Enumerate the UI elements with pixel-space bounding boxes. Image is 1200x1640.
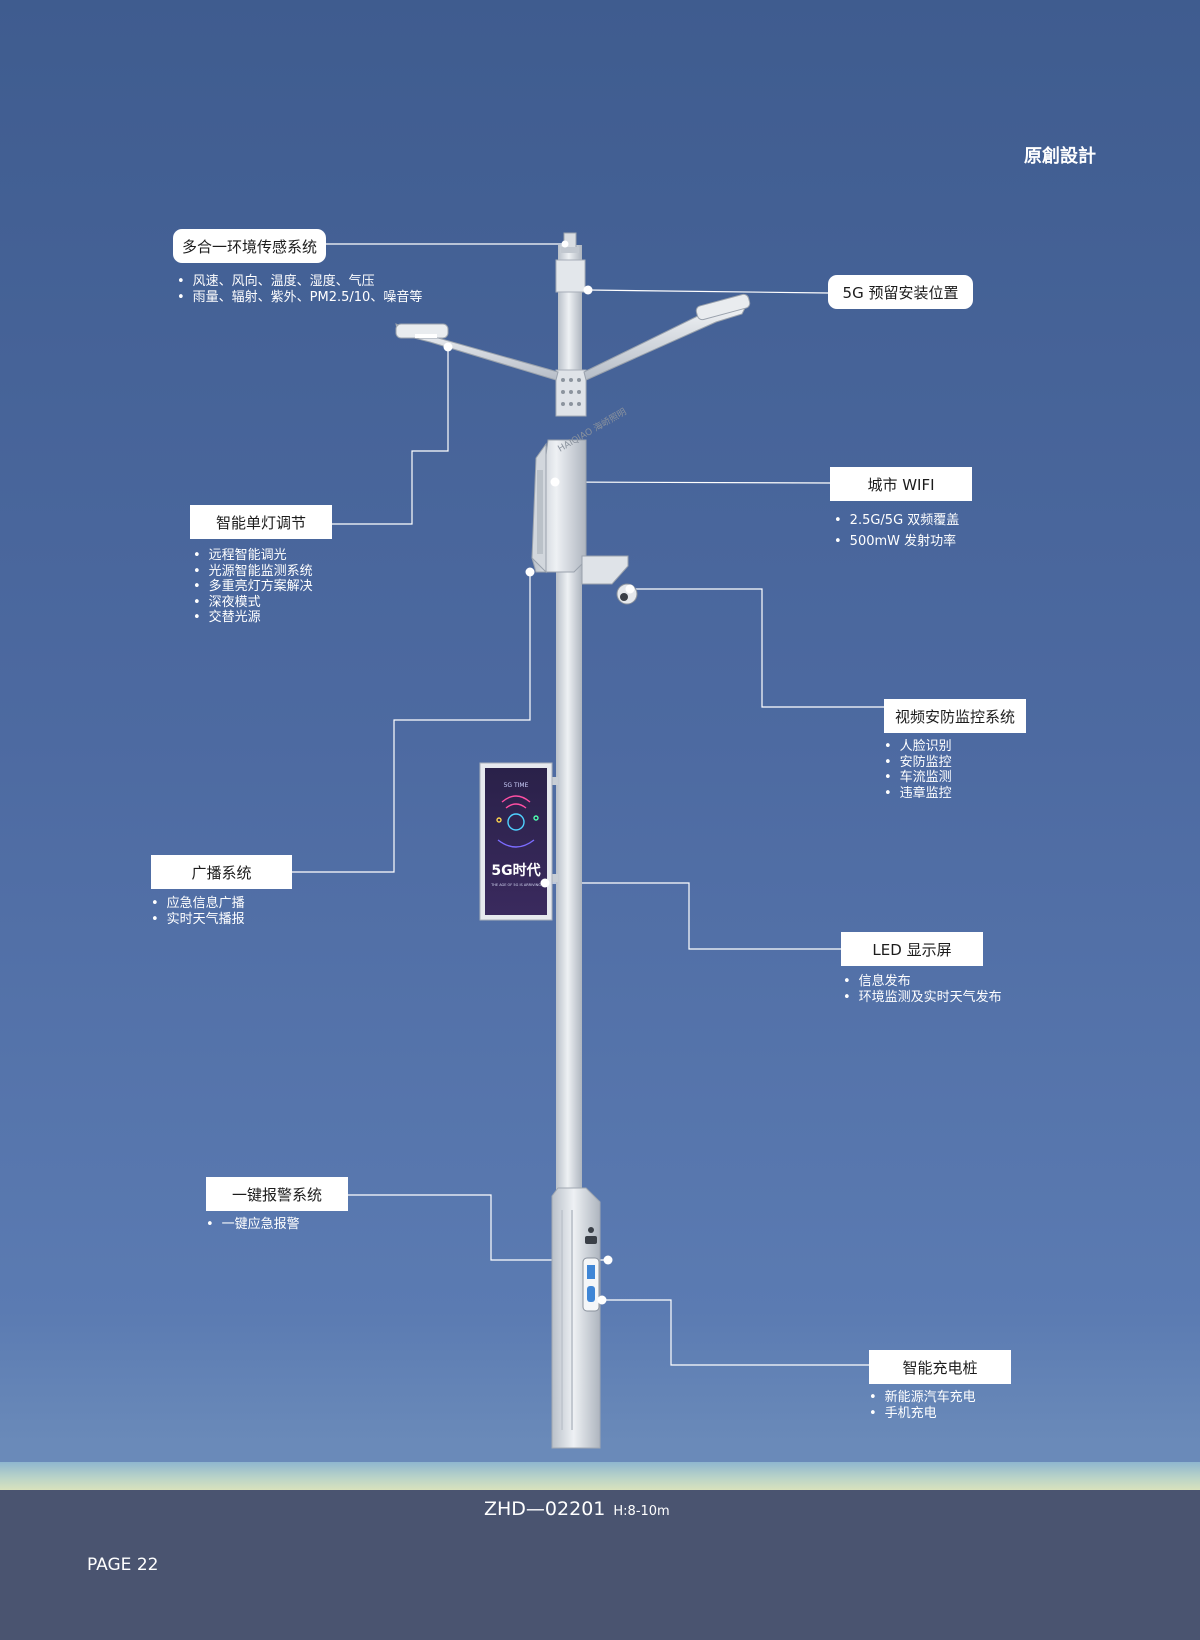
list-item: 光源智能监测系统 — [193, 564, 313, 580]
charging-label: 智能充电桩 — [869, 1350, 1011, 1384]
city-wifi-list: 2.5G/5G 双频覆盖 500mW 发射功率 — [834, 510, 960, 552]
pole-shaft — [556, 560, 582, 1192]
model-code: ZHD—02201 — [484, 1498, 606, 1520]
base-cabinet — [551, 1187, 601, 1449]
line-alarm — [348, 1194, 608, 1261]
joint-bolts — [561, 378, 581, 406]
camera-bracket — [581, 555, 629, 585]
list-item: 环境监测及实时天气发布 — [843, 990, 1002, 1006]
list-item: 人脸识别 — [884, 739, 952, 755]
list-item: 手机充电 — [869, 1406, 976, 1422]
charging-screen-icon — [587, 1265, 595, 1279]
smart-lamp-list: 远程智能调光 光源智能监测系统 多重亮灯方案解决 深夜模式 交替光源 — [193, 548, 313, 626]
smart-lamp-label: 智能单灯调节 — [190, 505, 332, 539]
line-led — [545, 882, 841, 950]
charging-list: 新能源汽车充电 手机充电 — [869, 1390, 976, 1421]
broadcast-label: 广播系统 — [151, 855, 292, 889]
reserve-5g-label: 5G 预留安装位置 — [828, 275, 973, 309]
right-lamp-head — [695, 293, 751, 321]
list-item: 违章监控 — [884, 786, 952, 802]
list-item: 新能源汽车充电 — [869, 1390, 976, 1406]
list-item: 深夜模式 — [193, 595, 313, 611]
led-screen-label: LED 显示屏 — [841, 932, 983, 966]
camera-lens-icon — [620, 593, 628, 601]
line-charging — [602, 1299, 869, 1366]
footer-band — [0, 1490, 1200, 1640]
alarm-label: 一键报警系统 — [206, 1177, 348, 1211]
list-item: 应急信息广播 — [151, 896, 245, 912]
env-sensor-list: 风速、风向、温度、湿度、气压 雨量、辐射、紫外、PM2.5/10、噪音等 — [177, 274, 423, 306]
list-item: 一键应急报警 — [206, 1217, 300, 1233]
model-spec: ZHD—02201 H:8-10m — [484, 1498, 670, 1520]
env-sensor-label: 多合一环境传感系统 — [173, 229, 326, 263]
video-security-list: 人脸识别 安防监控 车流监测 违章监控 — [884, 739, 952, 801]
sensor-cap-icon — [561, 247, 579, 253]
list-item: 多重亮灯方案解决 — [193, 579, 313, 595]
line-5g — [587, 289, 829, 294]
connector-dots — [443, 240, 635, 1305]
list-item: 雨量、辐射、紫外、PM2.5/10、噪音等 — [177, 290, 423, 306]
list-item: 实时天气播报 — [151, 912, 245, 928]
reserve-box — [555, 259, 586, 293]
page-number: PAGE 22 — [87, 1555, 159, 1575]
charging-port-icon — [587, 1286, 595, 1302]
alarm-list: 一键应急报警 — [206, 1217, 300, 1233]
connector-lines — [292, 243, 884, 1366]
city-wifi-label: 城市 WIFI — [830, 467, 972, 501]
corner-label: 原創設計 — [1024, 146, 1096, 167]
screen-art-icon — [496, 795, 539, 848]
screen-headline: 5G时代 — [491, 862, 540, 879]
screen-subline: THE AGE OF 5G IS ARRIVING — [490, 883, 541, 887]
speaker-grille-icon — [537, 470, 543, 554]
broadcast-list: 应急信息广播 实时天气播报 — [151, 896, 245, 927]
list-item: 安防监控 — [884, 755, 952, 771]
line-broadcast — [292, 572, 531, 873]
speaker-panel — [531, 442, 547, 574]
left-led-icon — [415, 334, 437, 338]
screen-top-text: 5G TIME — [504, 782, 529, 789]
alarm-icon — [588, 1227, 594, 1233]
list-item: 远程智能调光 — [193, 548, 313, 564]
video-security-label: 视频安防监控系统 — [884, 699, 1026, 733]
list-item: 交替光源 — [193, 610, 313, 626]
list-item: 车流监测 — [884, 770, 952, 786]
list-item: 500mW 发射功率 — [834, 531, 959, 552]
led-screen — [485, 768, 547, 915]
led-screen-list: 信息发布 环境监测及实时天气发布 — [843, 974, 1002, 1005]
horizon-stripe — [0, 1462, 1200, 1490]
list-item: 2.5G/5G 双频覆盖 — [834, 510, 960, 531]
alarm-button-icon — [585, 1236, 597, 1244]
list-item: 信息发布 — [843, 974, 1002, 990]
height-spec: H:8-10m — [613, 1504, 670, 1519]
list-item: 风速、风向、温度、湿度、气压 — [177, 274, 422, 290]
line-lamp — [332, 347, 449, 525]
line-camera — [628, 588, 884, 708]
line-wifi — [555, 481, 831, 484]
